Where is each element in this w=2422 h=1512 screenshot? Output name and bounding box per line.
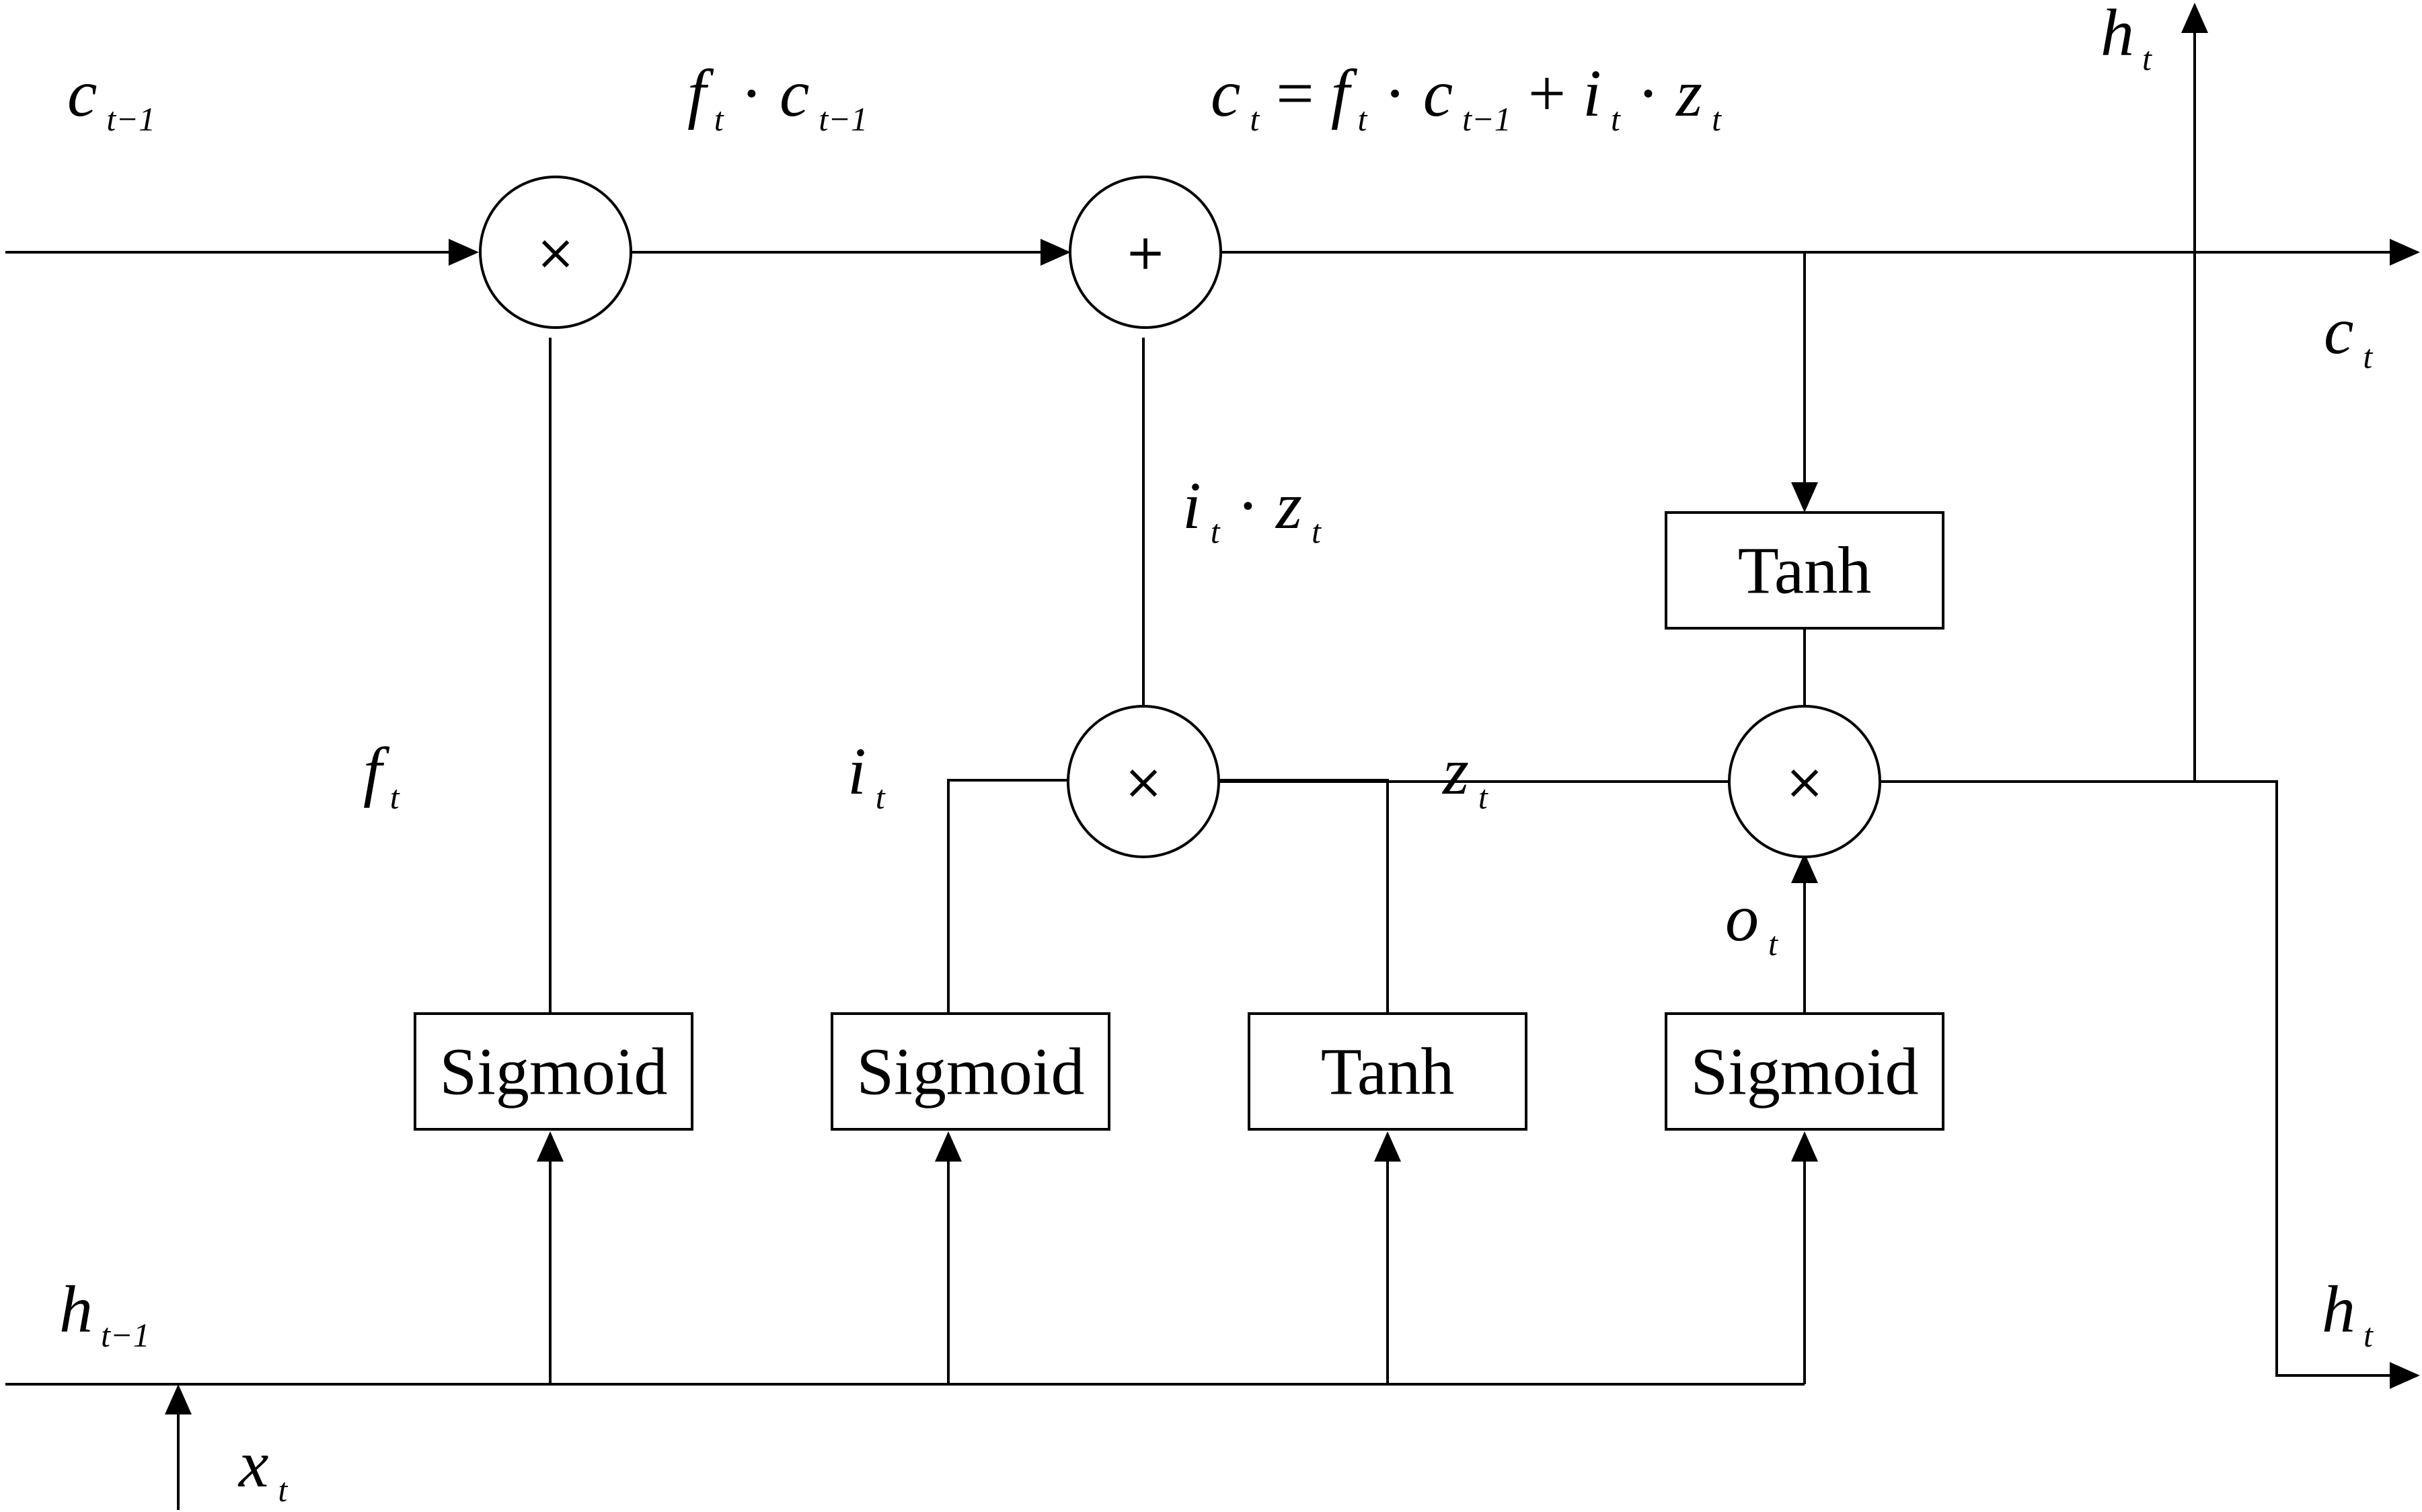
cell-add-node: +	[1069, 176, 1222, 329]
arrow-x-input	[165, 1384, 192, 1414]
arrow-into-forget-box	[537, 1131, 564, 1162]
arrow-into-cell-add	[1040, 239, 1071, 266]
input-multiply-node: ×	[1067, 705, 1220, 858]
arrow-into-input-box	[935, 1131, 962, 1162]
arrow-into-forget-multiply	[449, 239, 479, 266]
arrow-output-gate-up	[1791, 853, 1818, 883]
input-multiply-symbol: ×	[1123, 753, 1164, 810]
arrow-hidden-top	[2181, 3, 2208, 33]
output-multiply-symbol: ×	[1784, 753, 1825, 810]
arrow-into-output-box	[1791, 1131, 1818, 1162]
candidate-box: Tanh	[1248, 1012, 1527, 1131]
input-gate-wire	[947, 779, 1068, 1012]
candidate-label: Tanh	[1321, 1034, 1455, 1109]
candidate-wire	[1219, 779, 1389, 1012]
arrow-hidden-right	[2390, 1362, 2420, 1389]
arrow-cell-out	[2390, 239, 2420, 266]
forget-gate-label: Sigmoid	[440, 1034, 668, 1109]
forget-gate-box: Sigmoid	[414, 1012, 693, 1131]
arrow-into-candidate-box	[1374, 1131, 1401, 1162]
forget-multiply-node: ×	[479, 176, 632, 329]
cell-add-symbol: +	[1125, 224, 1166, 280]
output-gate-label: Sigmoid	[1691, 1034, 1919, 1109]
arrow-into-cell-tanh	[1791, 482, 1818, 513]
input-gate-box: Sigmoid	[831, 1012, 1110, 1131]
input-gate-label: Sigmoid	[857, 1034, 1085, 1109]
cell-tanh-label: Tanh	[1738, 533, 1872, 608]
forget-multiply-symbol: ×	[535, 224, 576, 280]
output-gate-box: Sigmoid	[1665, 1012, 1944, 1131]
cell-tanh-box: Tanh	[1665, 511, 1944, 630]
output-multiply-node: ×	[1728, 705, 1881, 858]
